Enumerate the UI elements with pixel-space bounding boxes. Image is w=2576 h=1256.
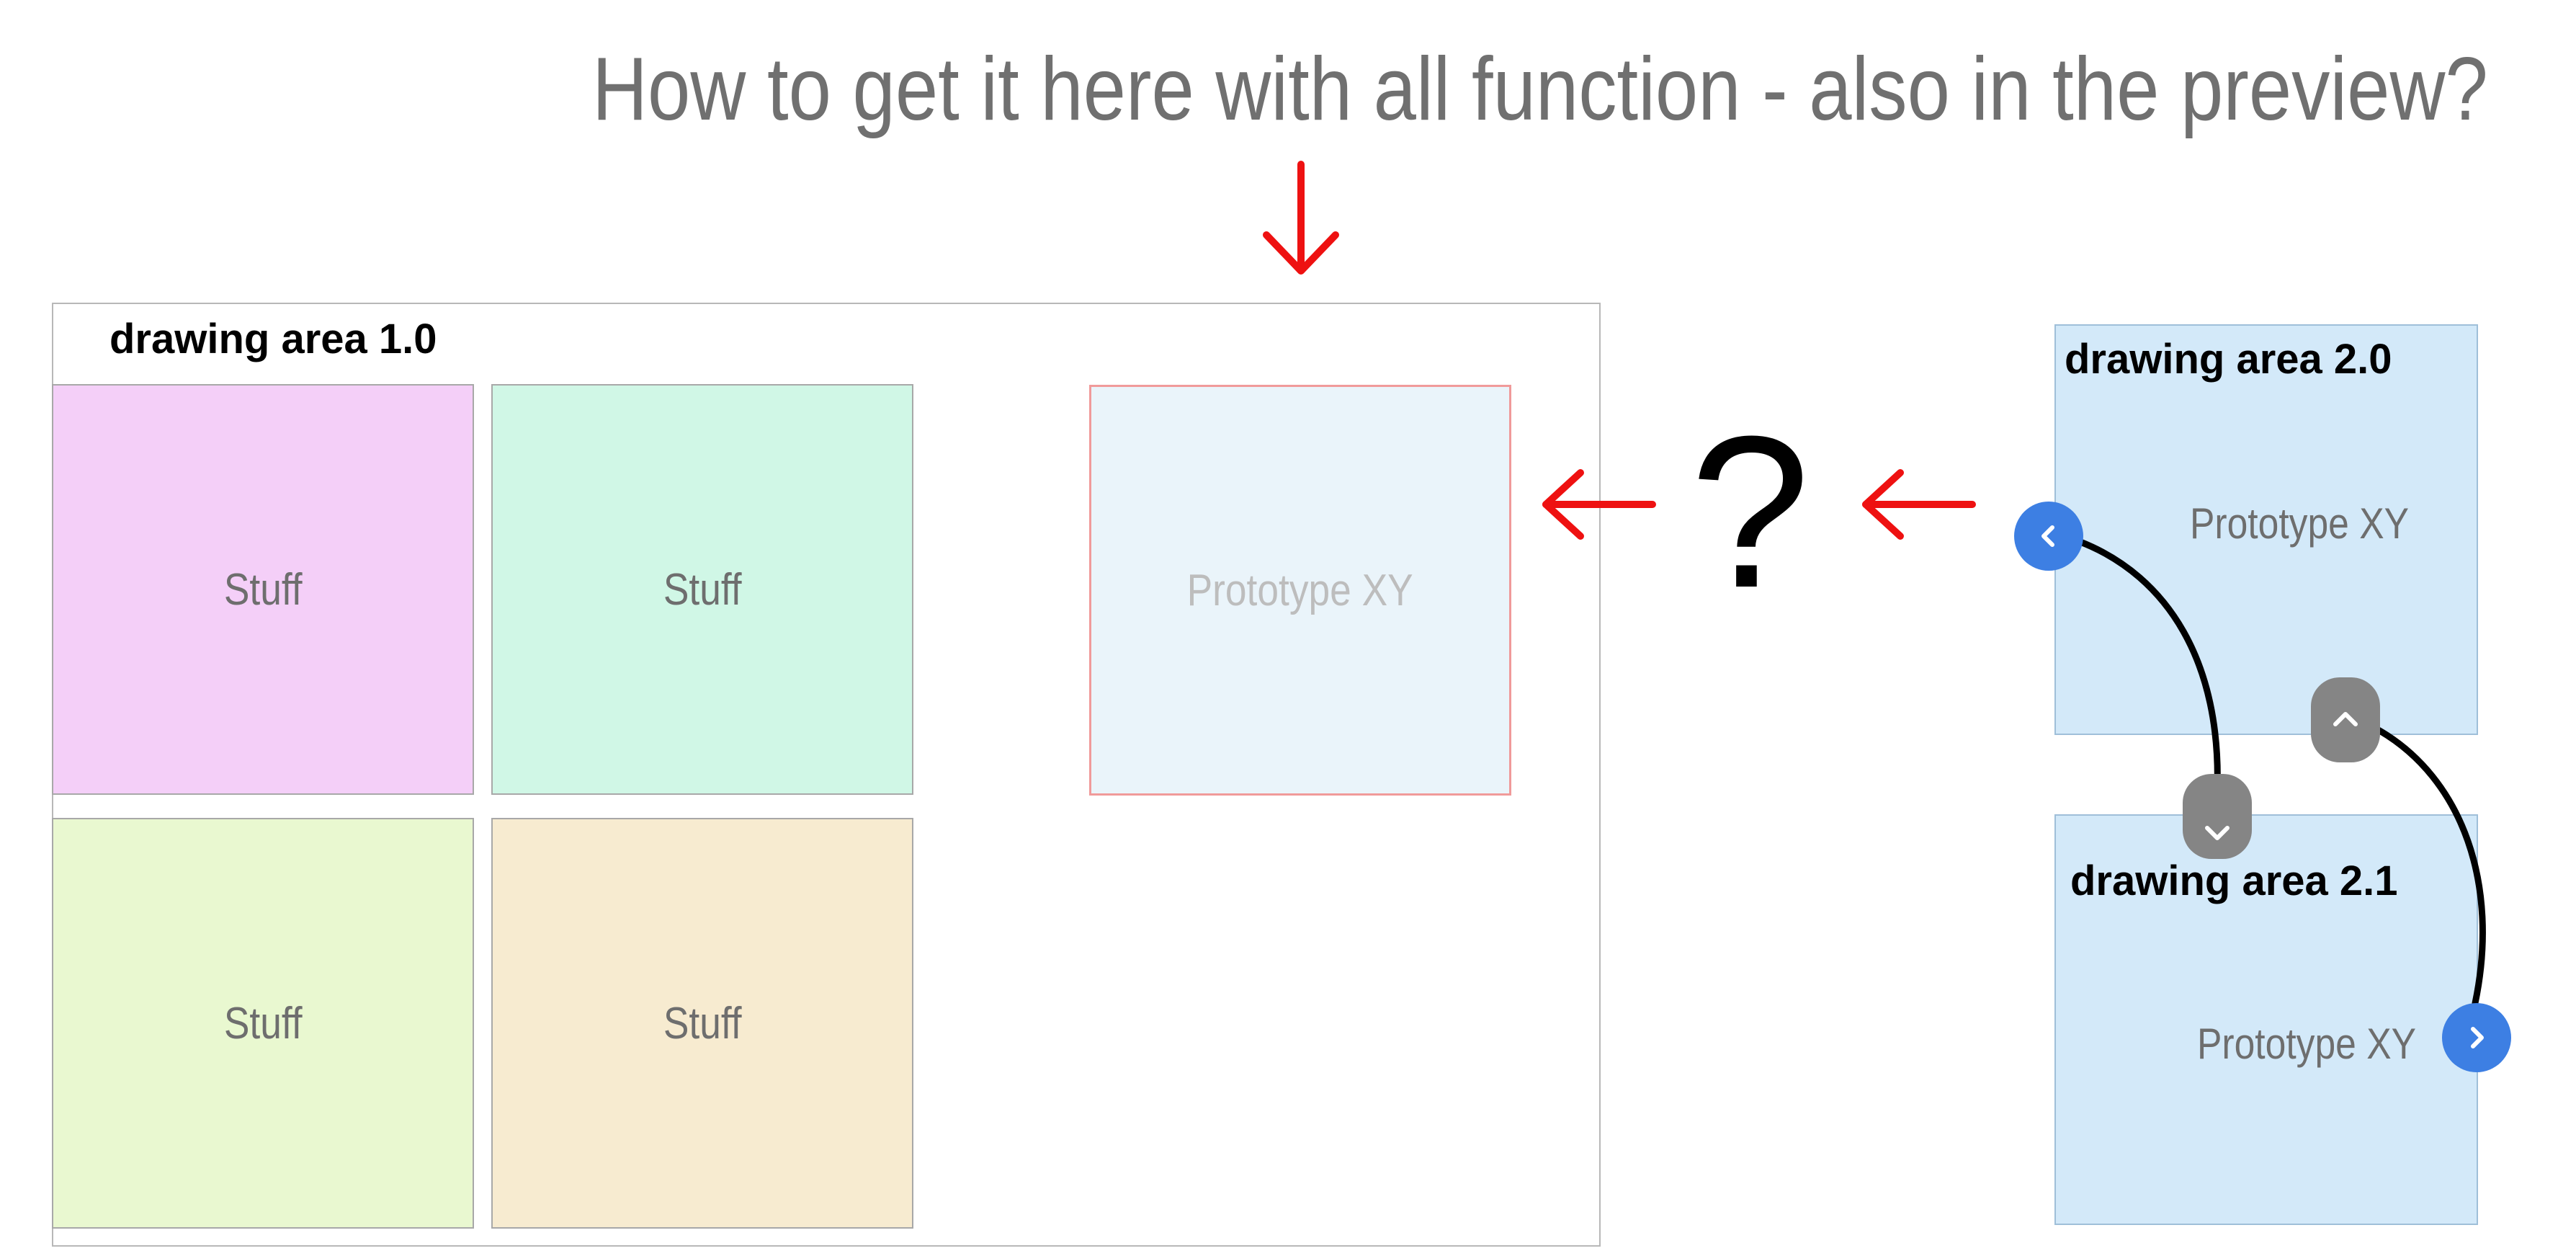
move-down-button[interactable] [2183, 774, 2252, 859]
stuff-tile-pink[interactable]: Stuff [52, 384, 474, 795]
drawing-area-2-1-title: drawing area 2.1 [2070, 858, 2398, 904]
drawing-area-2-1[interactable]: drawing area 2.1 Prototype XY [2054, 814, 2478, 1225]
chevron-left-icon [2041, 525, 2054, 547]
drawing-area-2-0[interactable]: drawing area 2.0 Prototype XY [2054, 324, 2478, 735]
drawing-area-2-0-title: drawing area 2.0 [2065, 336, 2392, 383]
stuff-tile-label: Stuff [663, 564, 742, 615]
drawing-area-2-1-label: Prototype XY [2197, 1020, 2417, 1068]
stuff-tile-lime[interactable]: Stuff [52, 818, 474, 1229]
drawing-area-2-0-label: Prototype XY [2190, 499, 2410, 548]
stuff-tile-label: Stuff [223, 998, 303, 1048]
prototype-placeholder-label: Prototype XY [1186, 565, 1414, 615]
stuff-tile-label: Stuff [663, 998, 742, 1048]
headline-question: How to get it here with all function - a… [592, 40, 2488, 139]
stuff-tile-mint[interactable]: Stuff [491, 384, 913, 795]
move-up-button[interactable] [2311, 677, 2380, 762]
next-button[interactable] [2442, 1003, 2511, 1072]
drawing-area-1-0-title: drawing area 1.0 [109, 316, 437, 362]
stuff-tile-label: Stuff [223, 564, 303, 615]
previous-button[interactable] [2014, 502, 2083, 571]
chevron-right-icon [2471, 1027, 2484, 1048]
stuff-tile-sand[interactable]: Stuff [491, 818, 913, 1229]
arrow-left-icon [1862, 469, 1976, 540]
chevron-up-icon [2333, 712, 2358, 726]
prototype-placeholder[interactable]: Prototype XY [1089, 385, 1511, 796]
question-mark: ? [1690, 391, 1810, 633]
chevron-down-icon [2205, 826, 2230, 840]
arrow-down-icon [1263, 161, 1339, 275]
